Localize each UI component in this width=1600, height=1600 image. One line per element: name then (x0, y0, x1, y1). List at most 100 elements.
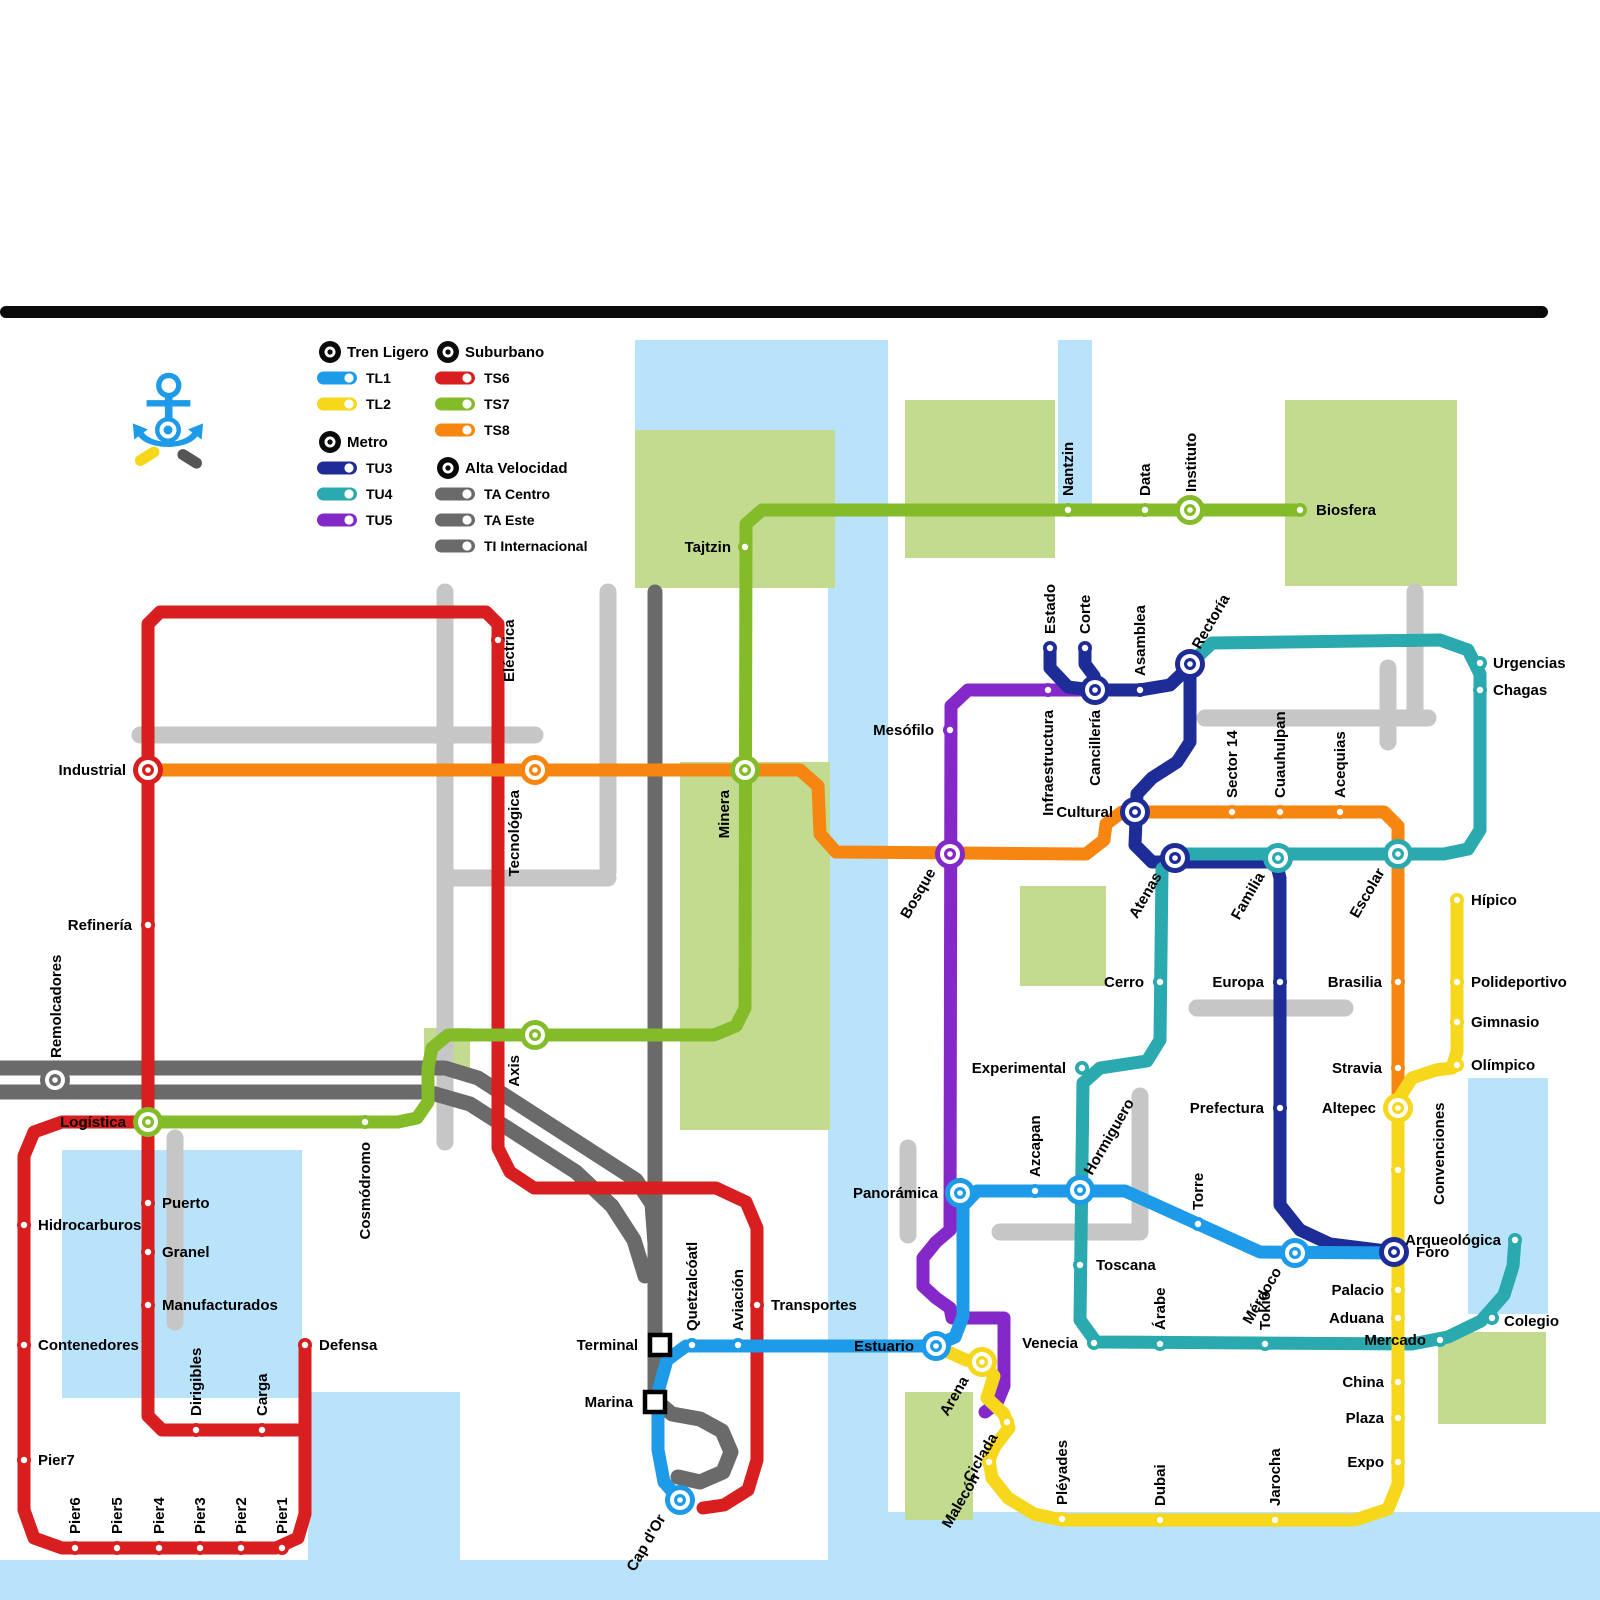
interchange-marker-center (979, 1359, 985, 1365)
station-label: Pier5 (109, 1497, 126, 1534)
station-arena: Arena (936, 1347, 997, 1419)
station-marker-center (144, 921, 152, 929)
station-label: Minera (716, 789, 733, 838)
station-label: Hípico (1471, 892, 1517, 909)
station-transportes: Transportes (750, 1297, 857, 1314)
station-marker-center (1076, 1261, 1084, 1269)
station-label: Gimnasio (1471, 1014, 1539, 1031)
legend-line-label: TS8 (484, 422, 510, 438)
station-label: Árabe (1152, 1287, 1169, 1330)
station-stravia: Stravia (1332, 1060, 1405, 1077)
station-marker-center (753, 1301, 761, 1309)
station-logistica: Logística (60, 1107, 163, 1137)
station-puerto: Puerto (141, 1195, 210, 1212)
station-label: Terminal (577, 1337, 638, 1354)
station-panoramica: Panorámica (853, 1178, 975, 1208)
station-label: Dirigibles (188, 1348, 205, 1416)
station-label: Eléctrica (501, 619, 518, 682)
station-marker-center (1276, 1104, 1284, 1112)
station-label: Mercado (1364, 1332, 1426, 1349)
station-marker-center (1394, 1314, 1402, 1322)
station-axis: Axis (506, 1020, 550, 1087)
station-marker-center (1476, 659, 1484, 667)
legend-line-swatch-ring (462, 399, 472, 409)
line-ts7 (141, 503, 1307, 1129)
station-marker-center (1058, 1515, 1066, 1523)
station-brasilia: Brasilia (1328, 974, 1405, 991)
station-marker-center (1064, 506, 1072, 514)
station-quetzalcoatl: Quetzalcóatl (684, 1242, 701, 1352)
water-area (635, 340, 835, 432)
station-urgencias: Urgencias (1473, 655, 1566, 672)
station-label: Pier7 (38, 1452, 75, 1469)
station-label: Asamblea (1132, 604, 1149, 676)
station-label: Polideportivo (1471, 974, 1567, 991)
station-olimpico: Olímpico (1450, 1057, 1535, 1074)
station-label: Aduana (1329, 1310, 1385, 1327)
terminal-square-marker (647, 1332, 673, 1358)
station-marker-center (1261, 1340, 1269, 1348)
station-contenedores: Contenedores (17, 1337, 139, 1354)
station-tajtzin: Tajtzin (685, 539, 752, 556)
legend-line-label: TL2 (366, 396, 391, 412)
station-marker-center (1453, 978, 1461, 986)
station-estado: Estado (1042, 584, 1059, 655)
station-label: Pier2 (233, 1497, 250, 1534)
station-aduana: Aduana (1329, 1310, 1405, 1327)
station-tokio: Tokio (1257, 1291, 1274, 1351)
station-label: Acequias (1332, 731, 1349, 798)
station-label: Torre (1190, 1173, 1207, 1210)
station-gimnasio: Gimnasio (1450, 1014, 1539, 1031)
station-marker-center (1276, 978, 1284, 986)
station-label: Foro (1416, 1244, 1449, 1261)
station-cuauhulpan: Cuauhulpan (1272, 711, 1289, 819)
station-marker-center (1296, 506, 1304, 514)
station-pier3: Pier3 (192, 1497, 209, 1555)
station-marker-center (1031, 1187, 1039, 1195)
legend-line-swatch-ring (462, 373, 472, 383)
station-marker-center (1511, 1236, 1519, 1244)
station-marker-center (1156, 1340, 1164, 1348)
logo-yellow-pill (134, 446, 160, 467)
legend-line-swatch-ring (344, 463, 354, 473)
station-jarocha: Jarocha (1267, 1448, 1284, 1527)
station-label: Estuario (854, 1338, 914, 1355)
station-marker-center (1046, 644, 1054, 652)
line-ta-marina-loop (647, 1392, 739, 1490)
station-marker-center (1081, 644, 1089, 652)
legend-line-label: TU4 (366, 486, 393, 502)
station-toscana: Toscana (1073, 1257, 1156, 1274)
station-marker-center (1394, 1414, 1402, 1422)
park-area (1020, 886, 1106, 986)
terminal-square-marker (642, 1389, 668, 1415)
interchange-marker-center (742, 767, 748, 773)
station-marker-center (301, 1341, 309, 1349)
station-convenciones: Convenciones (1391, 1102, 1448, 1205)
interchange-marker-center (1092, 687, 1098, 693)
station-pier4: Pier4 (151, 1497, 168, 1555)
park-area (1438, 1332, 1546, 1424)
station-label: Estado (1042, 584, 1059, 634)
water-area (308, 1392, 460, 1568)
station-label: Aviación (730, 1269, 747, 1331)
interchange-marker-center (532, 767, 538, 773)
station-label: Prefectura (1190, 1100, 1265, 1117)
legend-line-swatch-ring (462, 425, 472, 435)
station-marker-center (1276, 808, 1284, 816)
station-label: Cancillería (1087, 709, 1104, 786)
station-refineria: Refinería (68, 917, 155, 934)
station-label: Brasilia (1328, 974, 1383, 991)
station-label: Infraestructura (1040, 709, 1057, 816)
station-carga: Carga (254, 1373, 271, 1437)
legend-line-swatch-ring (344, 515, 354, 525)
station-venecia: Venecia (1022, 1335, 1101, 1352)
station-marker-center (1394, 1378, 1402, 1386)
station-marker-center (71, 1544, 79, 1552)
station-marker-center (144, 1199, 152, 1207)
station-marker-center (144, 1301, 152, 1309)
station-dirigibles: Dirigibles (188, 1348, 205, 1437)
station-corte: Corte (1077, 595, 1094, 655)
station-foro: Foro (1379, 1237, 1449, 1267)
station-label: Urgencias (1493, 655, 1566, 672)
